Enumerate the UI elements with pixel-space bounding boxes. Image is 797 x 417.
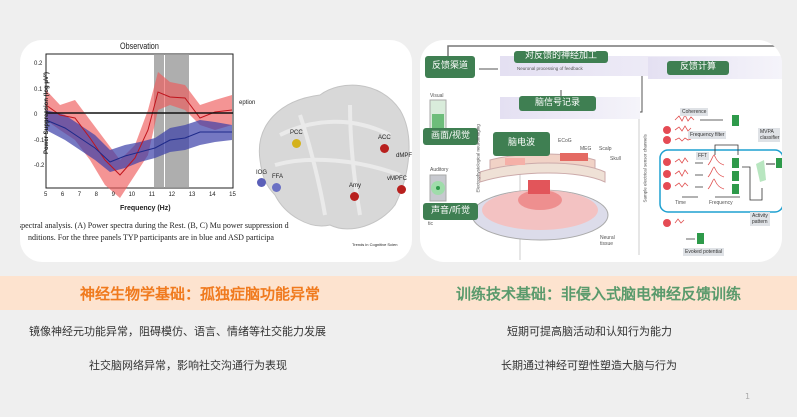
fragment-text: eption: [239, 100, 256, 106]
time-label: Time: [675, 200, 686, 206]
right-point-1: 短期可提高脑活动和认知行为能力: [507, 325, 672, 338]
caption-line-1: spectral analysis. (A) Power spectra dur…: [20, 221, 289, 230]
caption-line-2: nditions. For the three panels TYP parti…: [28, 233, 274, 242]
neurofeedback-diagram-panel: 反馈渠道 对反馈的神经加工 Neuronal processing of fee…: [420, 40, 782, 262]
visual-box: 画面/视觉: [423, 128, 478, 145]
chart-title: Observation: [120, 41, 159, 51]
iog-node: [257, 178, 266, 187]
right-section-banner: 训练技术基础：非侵入式脑电神经反馈训练: [400, 276, 797, 310]
signal-recording-box: 脑信号记录: [519, 96, 596, 111]
sensor-label: Sample electrical sensor channels: [642, 134, 648, 203]
dmpfc-label: dMPFC: [396, 153, 412, 159]
neural-processing-en: Neuronal processing of feedback: [517, 66, 583, 71]
neural-tissue-label: Neural tissue: [600, 235, 615, 247]
feedback-calc-box: 反馈计算: [667, 61, 729, 75]
acc-label: ACC: [378, 135, 391, 141]
diagram-connectors: [429, 45, 782, 260]
power-suppression-chart: [45, 53, 234, 198]
left-point-1: 镜像神经元功能异常，阻碍模仿、语言、情绪等社交能力发展: [29, 325, 326, 338]
pcc-label: PCC: [290, 130, 303, 136]
side-label: Electrophysiological neuroimaging: [475, 124, 481, 193]
iog-label: IOG: [256, 170, 268, 176]
left-section-banner: 神经生物学基础：孤独症脑功能异常: [0, 276, 400, 310]
amy-node: [350, 192, 359, 201]
acc-node: [380, 144, 389, 153]
frequency-label: Frequency: [709, 200, 733, 206]
feedback-channel-box: 反馈渠道: [425, 56, 475, 78]
mvpa-tag: MVPA classifier: [758, 128, 780, 142]
coherence-tag: Coherence: [680, 108, 709, 116]
neural-processing-box: 对反馈的神经加工: [514, 51, 608, 63]
asd-figure-panel: Observation Power Suppression (log μV²) …: [20, 40, 412, 262]
auditory-label: Auditory: [430, 167, 449, 173]
y-axis-label: Power Suppression (log μV²): [44, 71, 51, 155]
fft-tag: FFT: [696, 152, 710, 160]
eeg-box: 脑电波: [493, 132, 550, 156]
skull-label: Skull: [610, 156, 621, 162]
credit-text: Trends in Cognitive Scien: [352, 242, 398, 247]
scalp-label: Scalp: [599, 146, 612, 152]
evoked-potential-tag: Evoked potential: [683, 248, 724, 256]
fragment-text: tic: [428, 221, 433, 227]
vmpfc-node: [397, 185, 406, 194]
amy-label: Amy: [349, 183, 361, 189]
frequency-filter-tag: Frequency filter: [688, 131, 727, 139]
left-point-2: 社交脑网络异常，影响社交沟通行为表现: [89, 359, 287, 372]
left-section-title: 神经生物学基础：孤独症脑功能异常: [79, 284, 320, 303]
ecog-label: ECoG: [558, 138, 572, 144]
activity-pattern-tag: Activity pattern: [750, 212, 770, 226]
ffa-node: [272, 183, 281, 192]
brain-illustration: [258, 84, 410, 230]
x-axis-label: Frequency (Hz): [120, 205, 171, 212]
page-number: 1: [745, 392, 751, 401]
meg-label: MEG: [580, 146, 592, 152]
right-section-title: 训练技术基础：非侵入式脑电神经反馈训练: [455, 284, 741, 303]
vmpfc-label: vMPFC: [387, 176, 407, 182]
visual-label: Visual: [430, 93, 444, 99]
right-point-2: 长期通过神经可塑性塑造大脑与行为: [501, 359, 677, 372]
ffa-label: FFA: [272, 174, 284, 180]
auditory-box: 声音/听觉: [423, 203, 478, 220]
pcc-node: [292, 139, 301, 148]
